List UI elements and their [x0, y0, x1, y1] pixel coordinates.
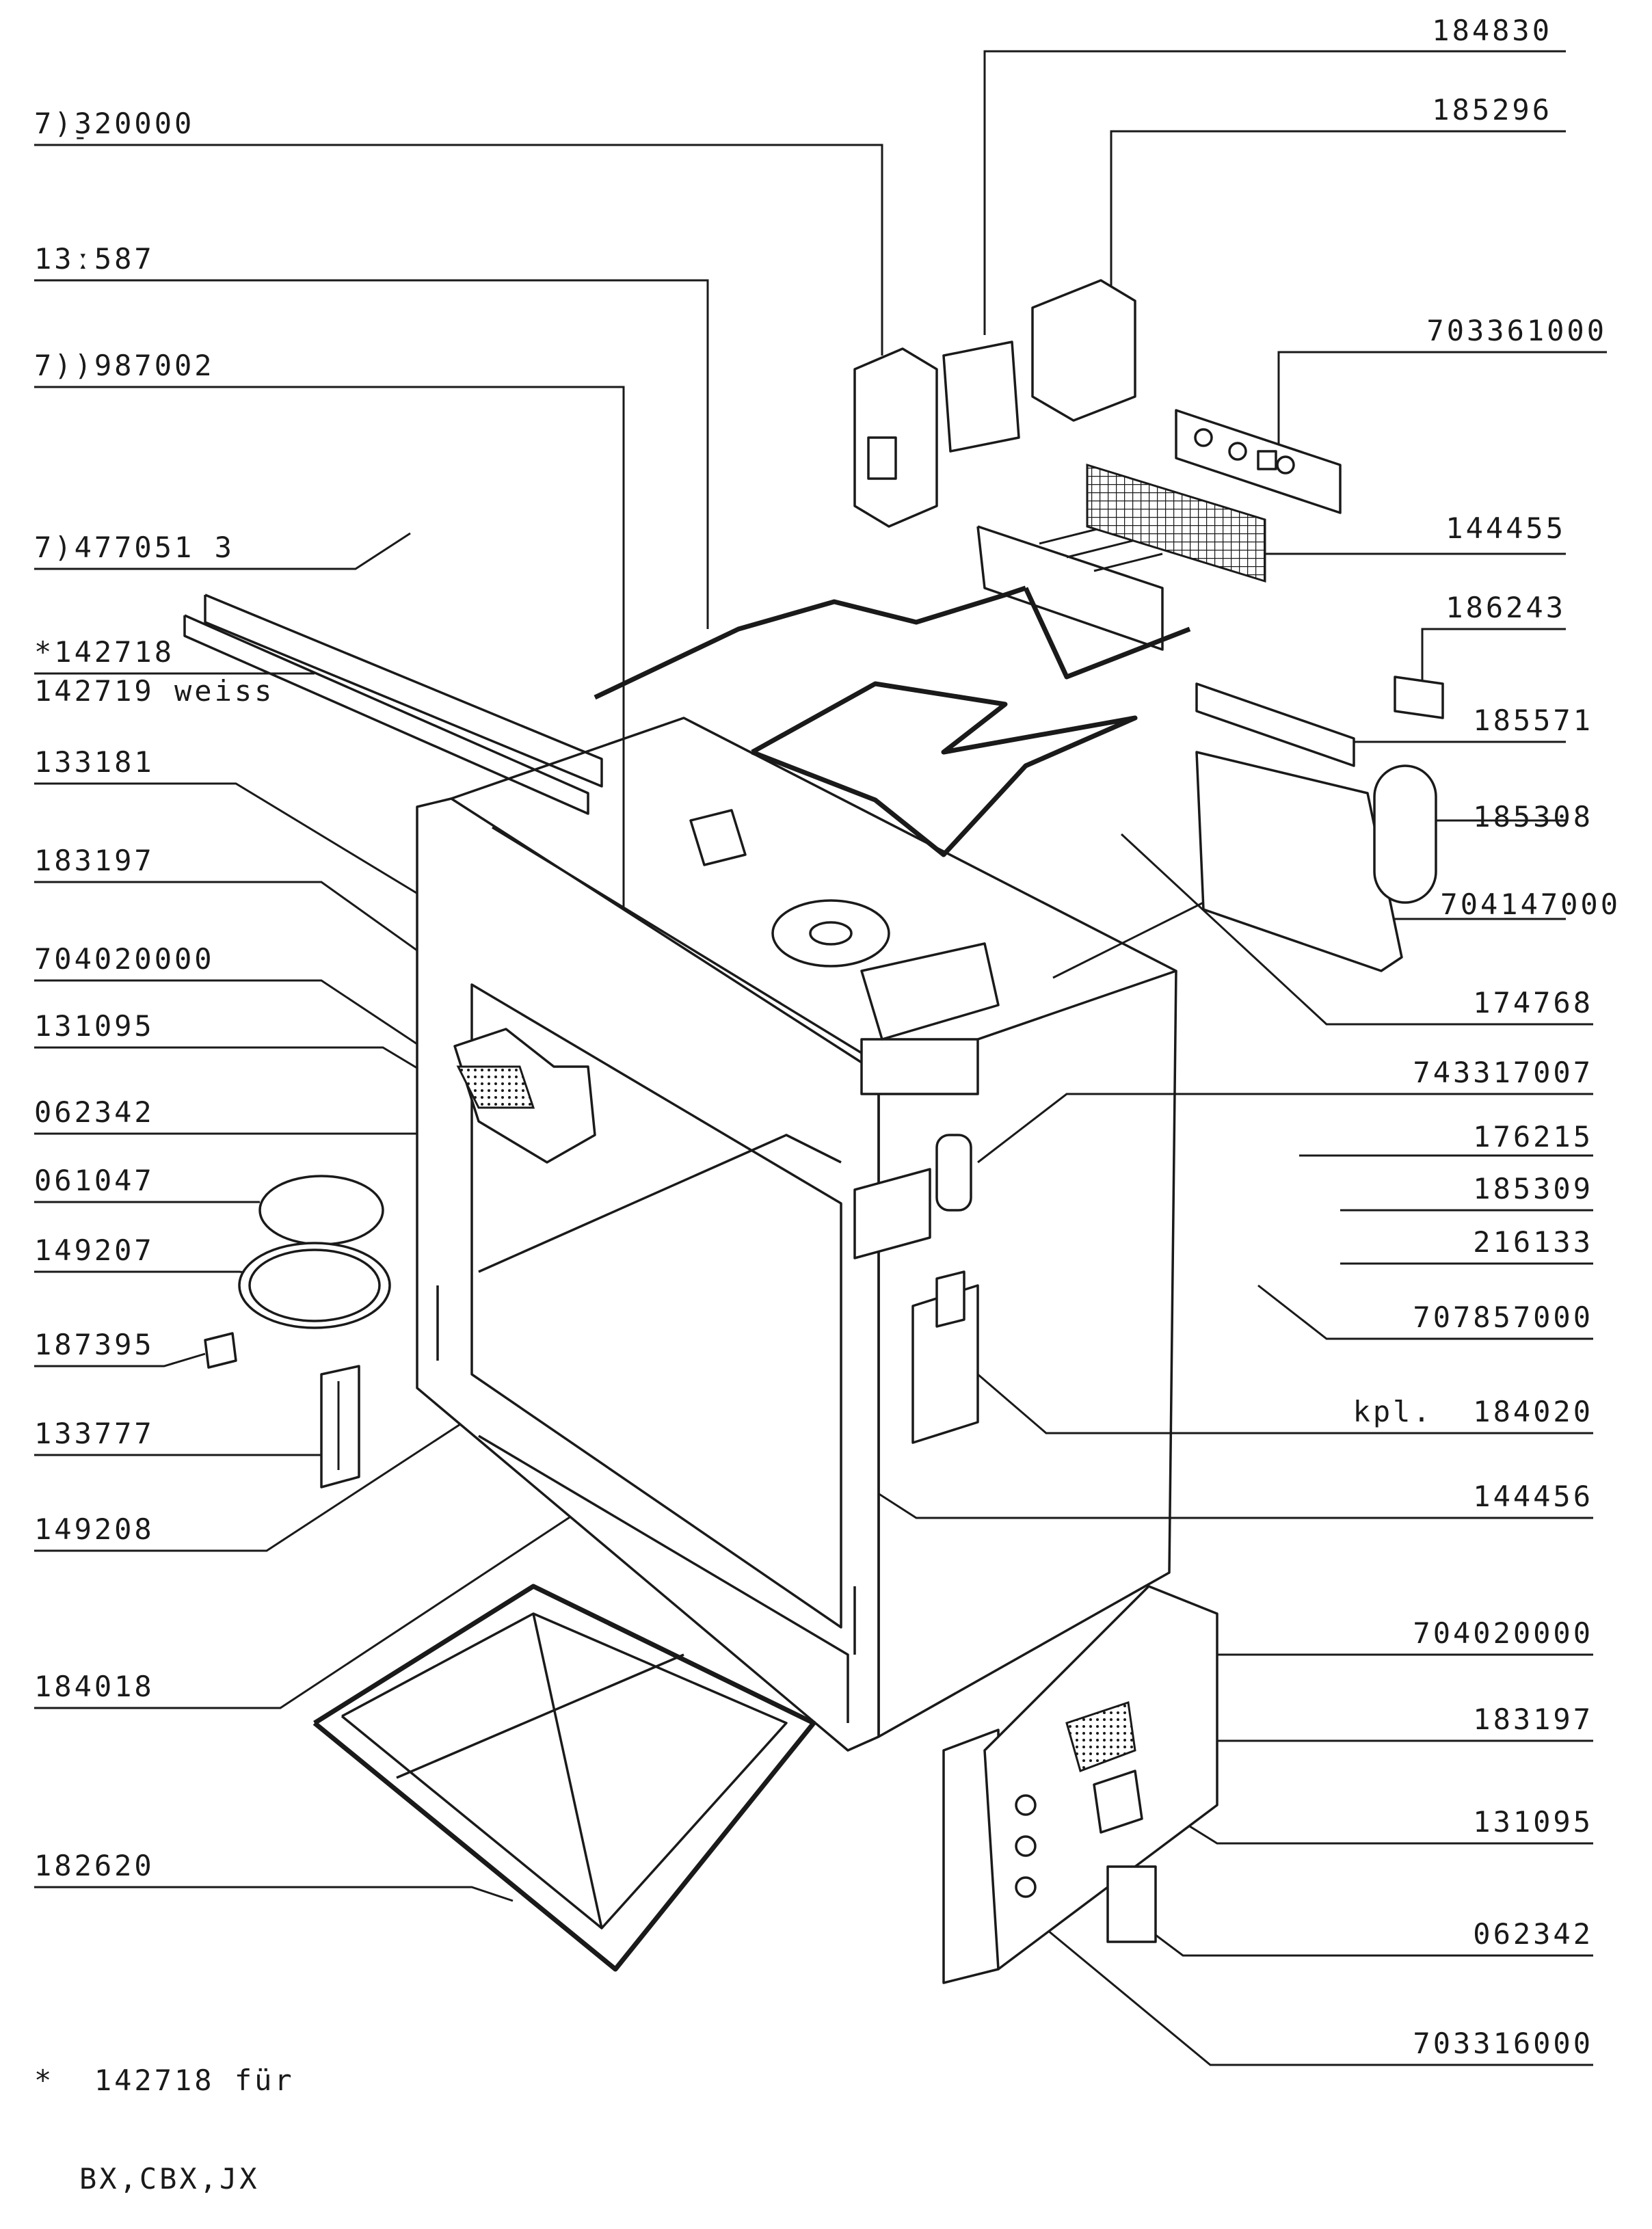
label-062342-left: 062342 [34, 1095, 155, 1129]
label-185309: 185309 [1473, 1172, 1593, 1205]
label-185308: 185308 [1473, 800, 1593, 833]
label-133587: 13ː587 [34, 242, 155, 276]
label-061047: 061047 [34, 1164, 155, 1197]
label-703316000: 703316000 [1413, 2027, 1593, 2060]
label-144456: 144456 [1473, 1480, 1593, 1513]
label-131095-left: 131095 [34, 1009, 155, 1043]
diagram-drawing [34, 50, 1607, 2066]
label-216133: 216133 [1473, 1225, 1593, 1259]
label-743317007: 743317007 [1413, 1056, 1593, 1089]
label-142718: *142718 [34, 635, 175, 669]
oven-housing [416, 717, 1177, 1752]
label-185296: 185296 [1432, 93, 1552, 126]
left-components [183, 593, 603, 1489]
label-133777: 133777 [34, 1417, 155, 1450]
label-182620: 182620 [34, 1849, 155, 1882]
label-144455: 144455 [1446, 511, 1566, 545]
bottom-right-panel [942, 1585, 1218, 1984]
label-184020: kpl. 184020 [1353, 1395, 1593, 1428]
label-183197-right: 183197 [1473, 1703, 1593, 1736]
top-heating-element [594, 525, 1191, 857]
label-133181: 133181 [34, 745, 155, 779]
label-184018: 184018 [34, 1670, 155, 1703]
label-707857000: 707857000 [1413, 1300, 1593, 1334]
leader-lines-left [34, 144, 883, 1902]
label-184830: 184830 [1432, 14, 1552, 47]
label-187395: 187395 [34, 1328, 155, 1361]
label-149207: 149207 [34, 1233, 155, 1267]
label-700987002: 7))987002 [34, 349, 215, 382]
label-131095-right: 131095 [1473, 1805, 1593, 1839]
label-185571: 185571 [1473, 704, 1593, 737]
footnote-line-1: * 142718 für [34, 2063, 295, 2097]
label-183197-left: 183197 [34, 844, 155, 877]
footnote: * 142718 für BX,CBX,JX [34, 1998, 295, 2229]
label-704770513: 7)477051 3 [34, 531, 235, 564]
label-703320000: 7)̠320000 [34, 107, 195, 140]
label-174768: 174768 [1473, 986, 1593, 1019]
bottom-heating-element [312, 1584, 816, 1972]
exploded-parts-diagram: 7)̠320000 13ː587 7))987002 7)477051 3 *1… [34, 14, 1621, 2195]
label-176215: 176215 [1473, 1120, 1593, 1153]
label-062342-right: 062342 [1473, 1917, 1593, 1951]
footnote-line-2: BX,CBX,JX [79, 2162, 260, 2196]
label-142719: 142719 weiss [34, 674, 275, 708]
label-149208: 149208 [34, 1512, 155, 1546]
label-704020000-right: 704020000 [1413, 1616, 1593, 1650]
label-704020000-left: 704020000 [34, 942, 215, 976]
label-703361000: 703361000 [1426, 314, 1607, 347]
top-components [853, 279, 1444, 979]
label-704147000: 704147000 [1440, 887, 1621, 921]
label-186243: 186243 [1446, 591, 1566, 624]
